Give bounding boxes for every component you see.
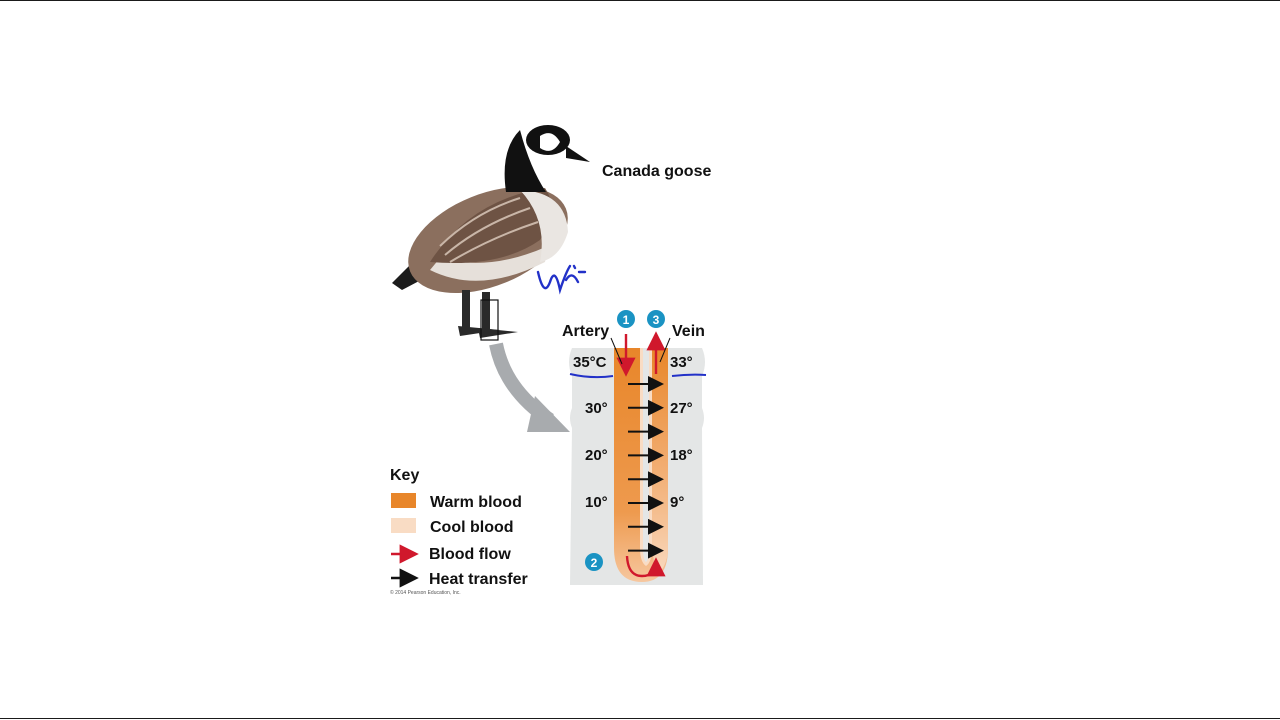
handwritten-annotation: [536, 264, 587, 295]
artery-leader: [610, 337, 623, 365]
step-badge-2: 2: [585, 553, 603, 571]
key-cool-blood: Cool blood: [430, 519, 514, 536]
key-legend: Key Warm blood Cool blood Blood flow Hea…: [390, 467, 528, 588]
zoom-arrowhead: [527, 396, 570, 432]
artery-label: Artery: [562, 323, 609, 340]
vein-temp-4: 9°: [670, 494, 684, 511]
artery-temp-3: 20°: [585, 447, 608, 464]
copyright-notice: © 2014 Pearson Education, Inc.: [390, 589, 461, 596]
loop-flow-arrow: [625, 555, 666, 578]
step-badge-3: 3: [647, 310, 665, 328]
ink-line-left: [569, 373, 614, 379]
svg-text:1: 1: [623, 313, 630, 327]
goose-label: Canada goose: [602, 163, 711, 180]
key-warm-blood: Warm blood: [430, 494, 522, 511]
key-title: Key: [390, 467, 419, 484]
artery-temp-4: 10°: [585, 494, 608, 511]
vein-temp-2: 27°: [670, 400, 693, 417]
svg-text:3: 3: [653, 313, 660, 327]
vein-label: Vein: [672, 323, 705, 340]
heat-transfer-arrows: [628, 376, 664, 559]
goose-illustration: [392, 125, 590, 341]
artery-temp-1: 35°C: [573, 354, 607, 371]
cool-blood-swatch: [391, 518, 416, 533]
bottom-border: [0, 718, 1280, 719]
key-blood-flow: Blood flow: [429, 546, 511, 563]
vein-temp-1: 33°: [670, 354, 693, 371]
vein-temp-3: 18°: [670, 447, 693, 464]
artery-temp-2: 30°: [585, 400, 608, 417]
key-heat-transfer: Heat transfer: [429, 571, 528, 588]
warm-blood-swatch: [391, 493, 416, 508]
vein-leader: [659, 337, 671, 363]
ink-line-right: [671, 373, 707, 377]
svg-text:2: 2: [591, 556, 598, 570]
step-badge-1: 1: [617, 310, 635, 328]
top-border: [0, 0, 1280, 1]
